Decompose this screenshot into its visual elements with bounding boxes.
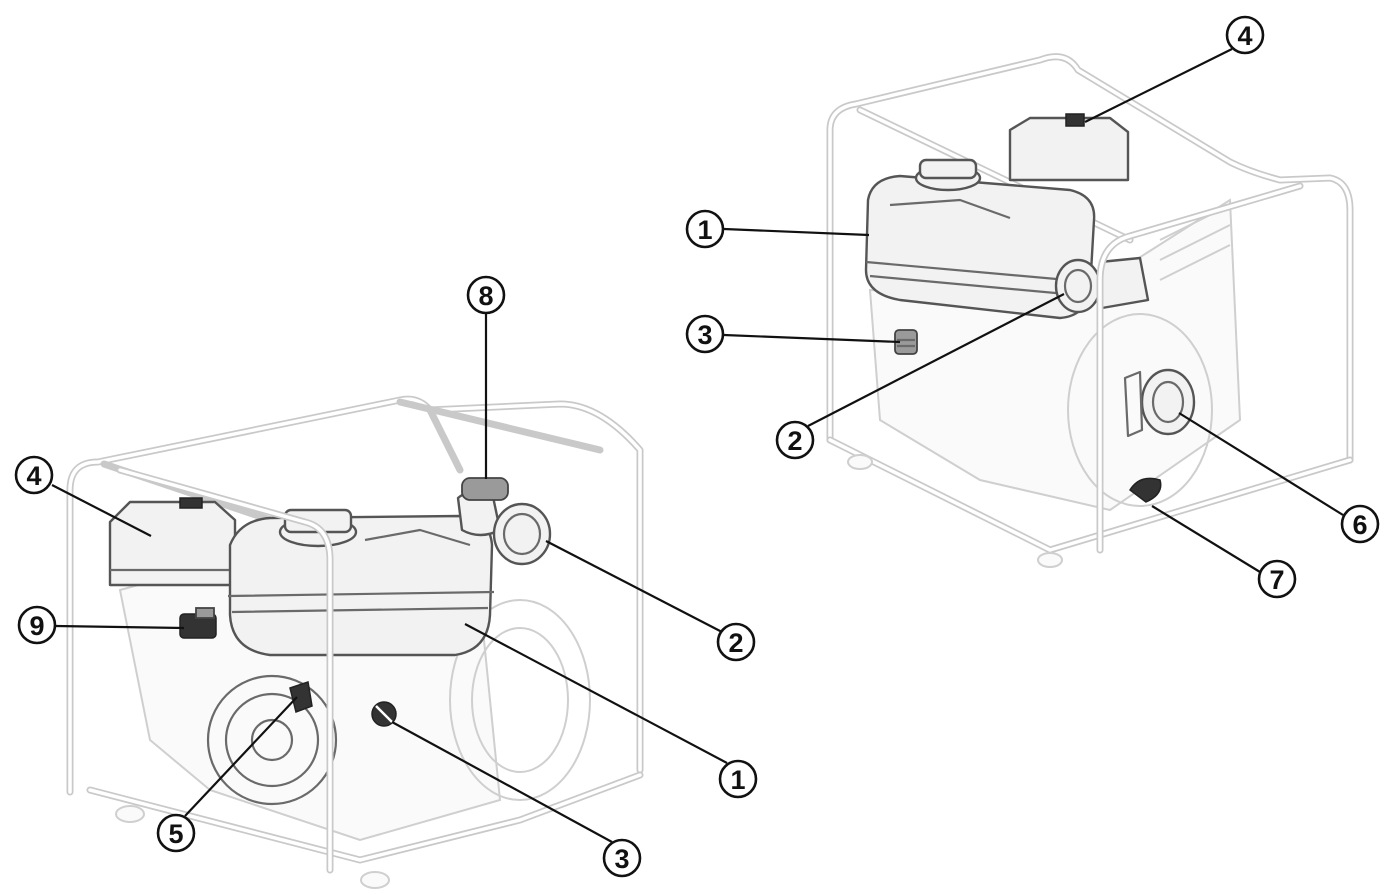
callout-badge-right-6 (1340, 504, 1380, 544)
right-air-cleaner-knob (1065, 113, 1085, 127)
right-fuel-tank-ridge (889, 198, 1011, 220)
right-frame-rear-inner (828, 54, 1352, 462)
leader-line-left-3 (391, 721, 613, 843)
leader-line-right-1 (723, 227, 870, 237)
left-frame-front-inner (118, 468, 332, 872)
left-pump-volute-inner (471, 627, 569, 773)
right-discharge-outlet (1054, 258, 1102, 314)
left-discharge-outlet-inner (502, 512, 542, 556)
left-frame-rear-inner (68, 397, 642, 794)
left-drain-plug-slot (375, 705, 393, 723)
callout-badge-left-8 (466, 275, 506, 315)
left-pump-volute (449, 599, 591, 801)
callout-number-left-1: 1 (730, 765, 745, 795)
left-air-cleaner-knob (179, 497, 203, 509)
left-recoil-starter-inner (224, 692, 320, 788)
right-frame-base-inner (828, 438, 1352, 552)
left-pump-illustration (66, 395, 644, 889)
left-air-cleaner (108, 500, 237, 587)
left-foot-2 (360, 871, 390, 889)
left-fuel-tank (228, 514, 494, 657)
right-suction-inlet (1140, 368, 1196, 436)
right-discharge-outlet-inner (1063, 268, 1093, 304)
leader-line-left-2 (545, 540, 723, 633)
callout-number-left-9: 9 (29, 611, 44, 641)
left-fuel-tank-ridge (364, 528, 471, 547)
leader-line-right-4 (1084, 48, 1233, 123)
leader-line-right-3 (723, 333, 901, 344)
left-priming-plug (461, 477, 509, 501)
callout-badge-right-2 (775, 420, 815, 460)
callout-number-right-7: 7 (1269, 565, 1284, 595)
right-fuel-cap-top (918, 158, 978, 180)
callout-layer: 1 2 3 4 5 8 9 1 2 3 4 6 7 (14, 15, 1380, 878)
callout-number-left-3: 3 (614, 844, 629, 874)
left-fuel-tank-seam (227, 590, 495, 614)
leader-line-right-7 (1151, 505, 1261, 573)
right-suction-inlet-inner (1151, 380, 1185, 424)
leader-line-right-6 (1178, 412, 1344, 516)
callout-number-right-6: 6 (1352, 510, 1367, 540)
callout-badge-left-9 (17, 605, 57, 645)
leader-line-left-9 (55, 624, 185, 630)
right-foot-1 (1037, 552, 1063, 568)
right-pump-illustration (826, 53, 1354, 568)
callout-number-right-3: 3 (697, 320, 712, 350)
right-fuel-tank-seam (865, 260, 1091, 298)
callout-badge-right-4 (1225, 15, 1265, 55)
leader-line-right-2 (807, 293, 1065, 427)
left-fuel-valve-lever (195, 607, 215, 619)
left-discharge-outlet (492, 502, 552, 566)
right-frame-front-inner (1098, 184, 1302, 552)
callout-badge-left-1 (718, 759, 758, 799)
callout-number-left-8: 8 (478, 281, 493, 311)
leader-line-left-4 (51, 484, 152, 537)
callout-badge-right-1 (685, 209, 725, 249)
leader-line-left-1 (464, 623, 728, 764)
leader-line-left-5 (184, 696, 298, 817)
left-frame-base-inner (88, 773, 642, 862)
callout-badge-left-3 (602, 838, 642, 878)
right-discharge-elbow (1098, 256, 1150, 310)
callout-badge-left-4 (14, 455, 54, 495)
right-pump-volute (1067, 313, 1213, 507)
right-suction-flange (1123, 370, 1144, 438)
right-pump-drain-plug (1128, 477, 1162, 503)
left-foot-1 (115, 805, 145, 823)
callout-number-right-1: 1 (697, 215, 712, 245)
right-air-cleaner (1008, 116, 1130, 182)
callout-number-right-4: 4 (1237, 21, 1252, 51)
right-foot-2 (847, 454, 873, 470)
callout-number-left-4: 4 (26, 461, 41, 491)
left-recoil-hub (250, 718, 294, 762)
callout-number-right-2: 2 (787, 426, 802, 456)
callout-number-left-5: 5 (168, 819, 183, 849)
callout-badge-right-3 (685, 314, 725, 354)
callout-badge-left-2 (716, 622, 756, 662)
right-oil-drain-bolt-thread (897, 338, 915, 348)
callout-badge-left-5 (156, 813, 196, 853)
left-engine-switch (289, 681, 313, 713)
callout-badge-right-7 (1257, 559, 1297, 599)
callout-number-left-2: 2 (728, 628, 743, 658)
left-recoil-starter (206, 674, 338, 806)
